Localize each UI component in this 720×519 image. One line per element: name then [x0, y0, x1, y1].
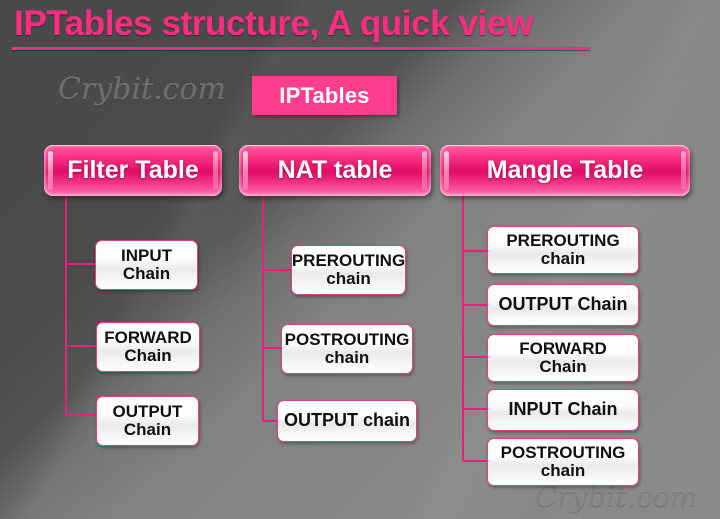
chain-label-line1: OUTPUT chain	[283, 410, 410, 431]
table-node-nat[interactable]: NAT table	[239, 145, 431, 196]
chain-label-line2: Chain	[539, 357, 587, 376]
table-node-nat-label: NAT table	[277, 156, 393, 184]
chain-label-line1: POSTROUTING	[500, 442, 626, 462]
root-node-iptables[interactable]: IPTables	[252, 76, 397, 115]
table-node-mangle-label: Mangle Table	[486, 156, 644, 184]
connector-branch-nat-3	[262, 420, 278, 422]
chain-label-line1: INPUT Chain	[508, 399, 618, 420]
chain-node-mangle-input[interactable]: INPUT Chain	[487, 389, 639, 431]
connector-branch-nat-2	[262, 347, 282, 349]
connector-branch-mangle-4	[462, 408, 488, 410]
chain-label-line1: PREROUTING	[291, 250, 406, 270]
chain-label-line2: chain	[540, 461, 586, 480]
chain-label-line2: Chain	[124, 346, 172, 365]
table-node-filter-label: Filter Table	[67, 156, 199, 184]
connector-branch-mangle-5	[462, 460, 488, 462]
connector-branch-filter-1	[65, 263, 96, 265]
chain-label-line1: FORWARD	[104, 327, 192, 347]
chain-label-line2: Chain	[123, 420, 172, 439]
title-underline	[12, 47, 590, 50]
root-node-label: IPTables	[279, 82, 370, 108]
connector-branch-filter-2	[65, 345, 96, 347]
chain-node-nat-output[interactable]: OUTPUT chain	[277, 400, 417, 442]
connector-trunk-mangle	[462, 196, 464, 462]
chain-label-line2: chain	[326, 269, 371, 288]
chain-node-nat-prerouting[interactable]: PREROUTING chain	[291, 245, 406, 295]
table-node-mangle[interactable]: Mangle Table	[440, 145, 690, 196]
chain-node-filter-output[interactable]: OUTPUT Chain	[96, 396, 199, 446]
chain-label-line2: chain	[324, 348, 370, 367]
chain-node-mangle-prerouting[interactable]: PREROUTING chain	[487, 226, 639, 274]
table-node-filter[interactable]: Filter Table	[44, 145, 222, 196]
connector-branch-mangle-1	[462, 250, 488, 252]
chain-node-nat-postrouting[interactable]: POSTROUTING chain	[281, 324, 413, 374]
chain-node-mangle-output[interactable]: OUTPUT Chain	[487, 284, 639, 326]
chain-node-mangle-forward[interactable]: FORWARD Chain	[487, 334, 639, 382]
chain-node-filter-forward[interactable]: FORWARD Chain	[96, 322, 200, 372]
connector-branch-mangle-3	[462, 356, 488, 358]
chain-label-line1: PREROUTING	[506, 230, 620, 250]
chain-label-line1: FORWARD	[519, 338, 607, 358]
chain-node-filter-input[interactable]: INPUT Chain	[95, 240, 198, 290]
chain-label-line1: OUTPUT Chain	[498, 294, 628, 315]
connector-branch-nat-1	[262, 269, 292, 271]
chain-label-line1: INPUT	[121, 245, 172, 265]
chain-label-line2: Chain	[122, 264, 171, 283]
page-title: IPTables structure, A quick view	[14, 4, 533, 43]
watermark-top: Crybit.com	[58, 72, 226, 107]
chain-label-line1: POSTROUTING	[284, 329, 410, 349]
connector-trunk-nat	[262, 196, 264, 421]
chain-label-line1: OUTPUT	[112, 401, 183, 421]
connector-branch-filter-3	[65, 414, 96, 416]
chain-node-mangle-postrouting[interactable]: POSTROUTING chain	[487, 438, 639, 486]
connector-branch-mangle-2	[462, 304, 488, 306]
chain-label-line2: chain	[540, 249, 586, 268]
connector-trunk-filter	[65, 196, 67, 415]
